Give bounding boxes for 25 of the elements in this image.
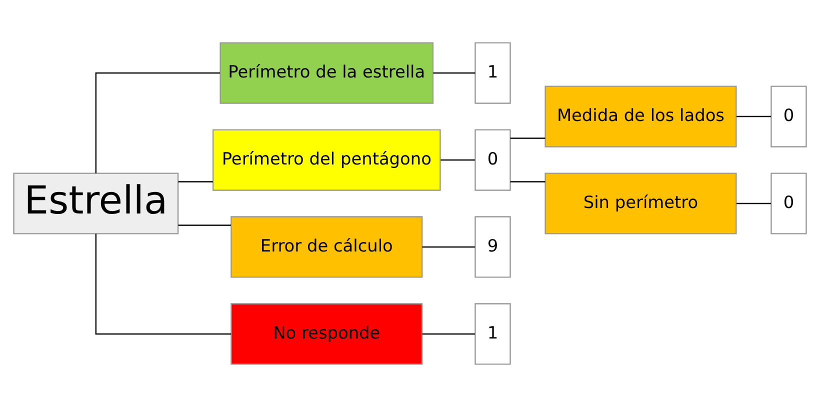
node-box: Error de cálculo	[230, 216, 423, 278]
node-box: 9	[474, 216, 511, 278]
node-box: 1	[474, 42, 511, 104]
node-box: 0	[770, 86, 807, 148]
node-box: 0	[474, 129, 511, 191]
node-box: Estrella	[13, 172, 179, 234]
node-box: Medida de los lados	[544, 86, 737, 148]
node-box: 1	[474, 303, 511, 365]
node-box: No responde	[230, 303, 423, 365]
connector	[95, 234, 232, 335]
node-box: Perímetro de la estrella	[220, 42, 434, 104]
connector	[95, 72, 220, 174]
connector	[736, 116, 771, 118]
node-box: 0	[770, 172, 807, 234]
node-box: Sin perímetro	[544, 172, 737, 234]
connector	[178, 224, 231, 226]
connector	[422, 333, 475, 335]
connector	[510, 138, 546, 139]
connector	[178, 181, 213, 182]
connector	[736, 202, 771, 204]
connector	[422, 246, 475, 248]
node-box: Perímetro del pentágono	[212, 129, 441, 191]
connector	[433, 72, 476, 74]
connector	[440, 159, 475, 161]
connector	[510, 181, 546, 182]
